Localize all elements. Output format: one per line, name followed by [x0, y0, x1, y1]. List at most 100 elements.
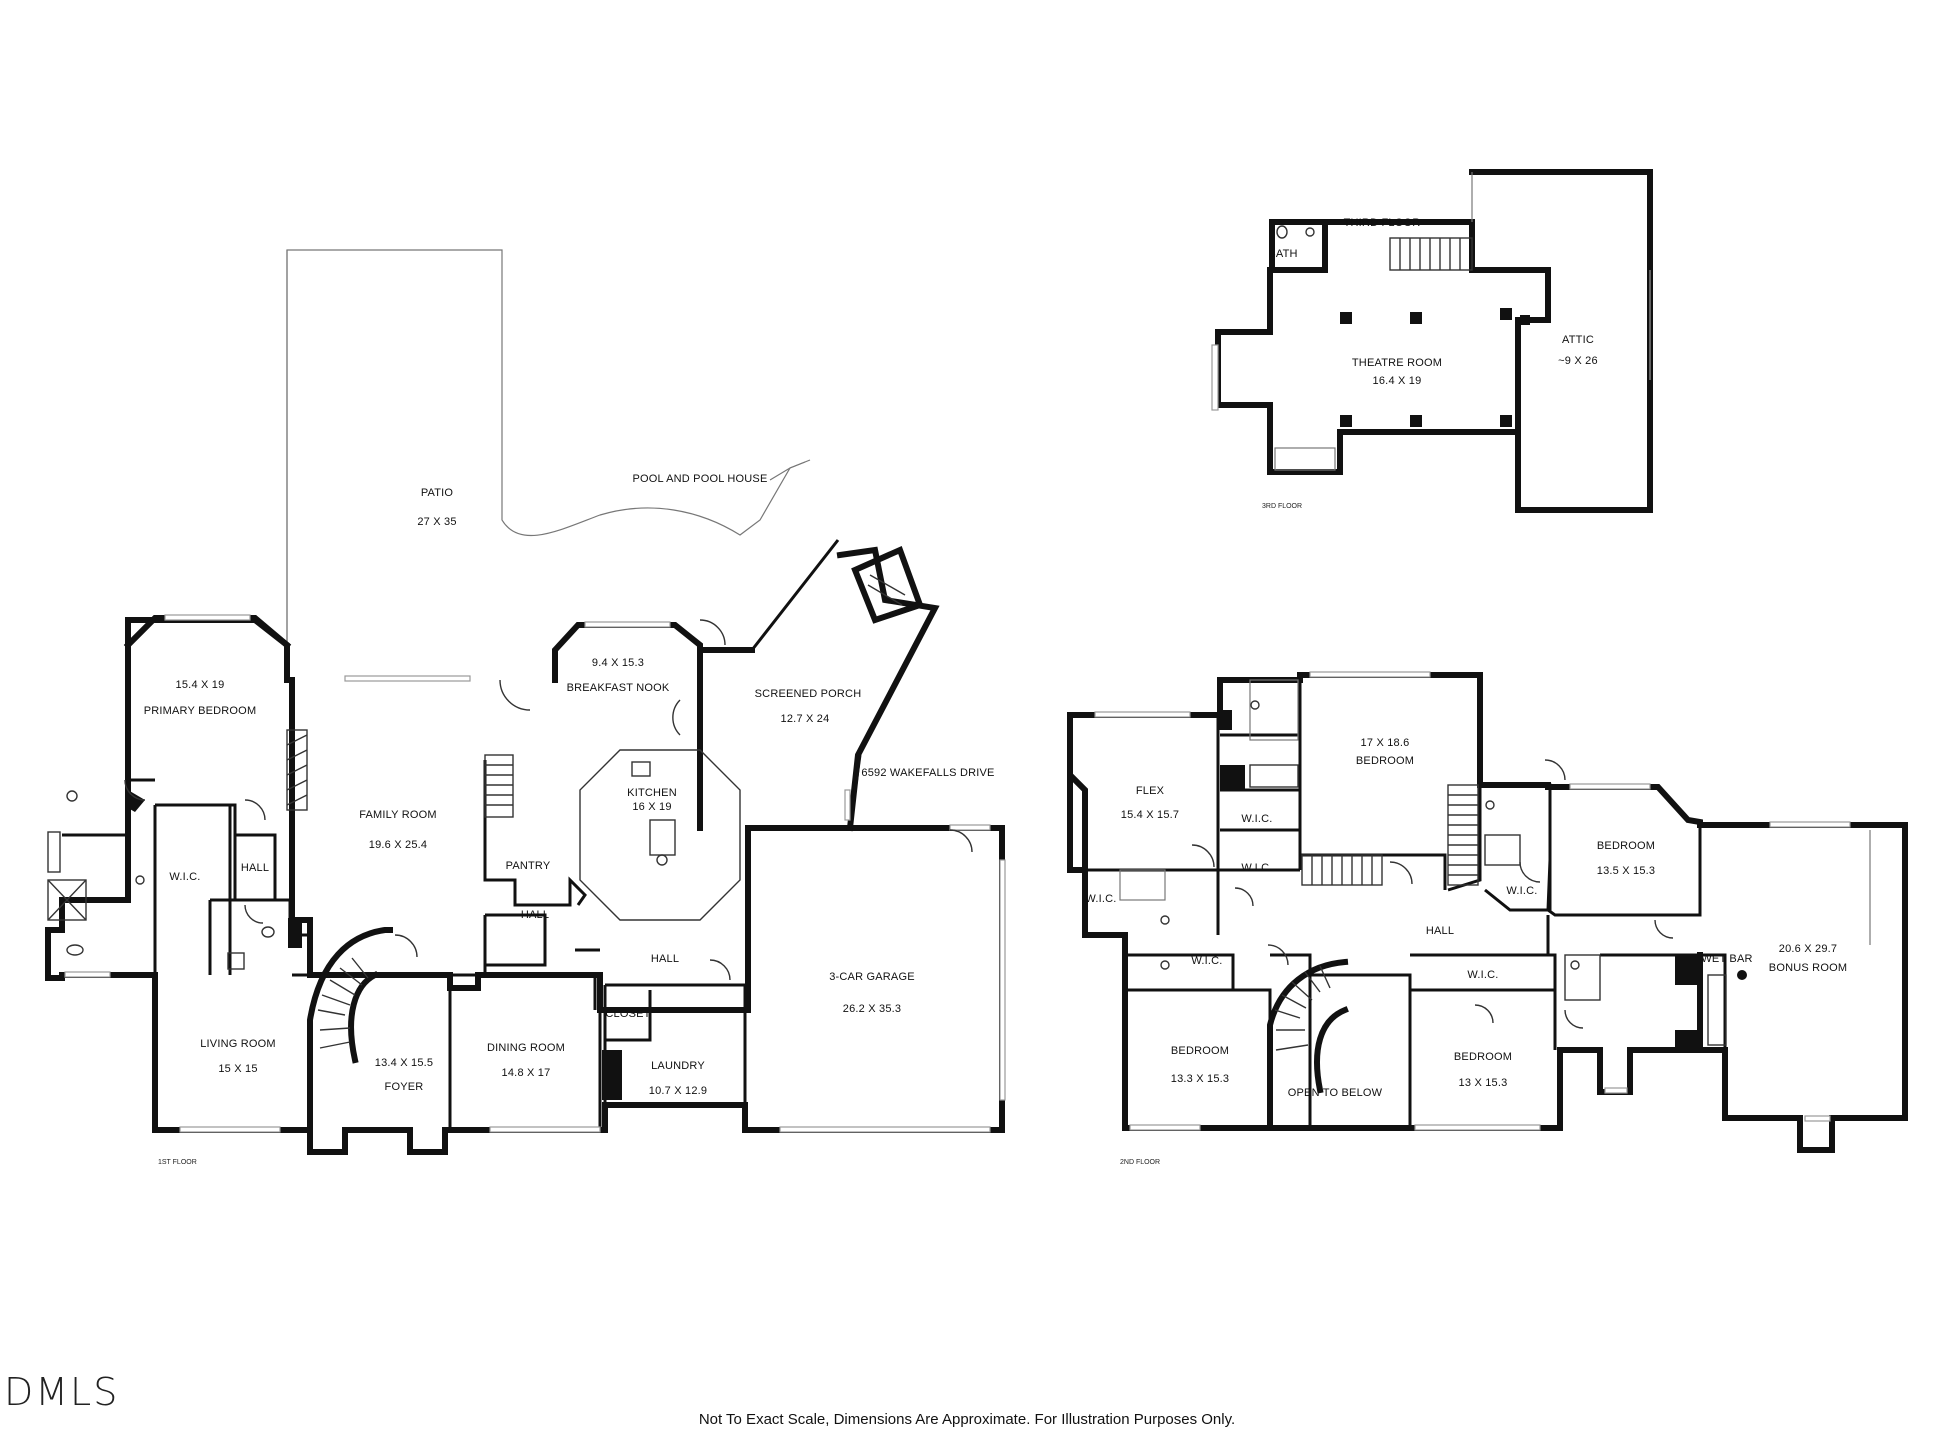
room-name: W.I.C. — [1241, 813, 1272, 825]
wall-block — [1220, 765, 1245, 790]
room-name: W.I.C. — [1467, 969, 1498, 981]
third-floor-exterior — [1215, 219, 1551, 475]
primary-tub — [47, 831, 61, 873]
kitchen-island — [649, 819, 676, 856]
wet-bar-column — [1675, 1030, 1697, 1048]
shower-x — [47, 879, 87, 921]
foyer-spiral-stair — [307, 927, 393, 1133]
foyer-stair-treads — [317, 957, 369, 1049]
room-name: 3-CAR GARAGE — [829, 971, 915, 983]
stair-family — [484, 754, 514, 818]
kitchen-island-ring — [579, 749, 741, 921]
wet-bar-column — [1675, 955, 1697, 985]
room-name: FLEX — [1136, 785, 1165, 797]
third-floor-stair — [1389, 237, 1473, 271]
half-bath-toilet — [261, 926, 275, 938]
second-floor-windows — [1094, 671, 1851, 1131]
room-dims: ~9 X 26 — [1558, 355, 1598, 367]
first-floor-windows — [64, 614, 1006, 1133]
wall-block — [1218, 710, 1232, 730]
room-name: BREAKFAST NOOK — [567, 682, 670, 694]
screened-porch-walls — [697, 546, 940, 832]
chimney-hatch — [867, 584, 903, 606]
chimney-hatch — [869, 574, 906, 596]
room-name: PRIMARY BEDROOM — [144, 705, 257, 717]
address: 6592 WAKEFALLS DRIVE — [861, 767, 994, 779]
primary-sink-2 — [135, 875, 145, 885]
room-dims: 17 X 18.6 — [1361, 737, 1410, 749]
room-dims: 12.7 X 24 — [781, 713, 830, 725]
room-name: LIVING ROOM — [200, 1038, 276, 1050]
third-floor — [1211, 169, 1653, 513]
wall-block — [288, 918, 302, 948]
theatre-column — [1520, 315, 1530, 325]
room-name: BEDROOM — [1454, 1051, 1512, 1063]
room-name: BEDROOM — [1171, 1045, 1229, 1057]
screened-porch-screen — [750, 539, 862, 829]
room-name: THEATRE ROOM — [1352, 357, 1442, 369]
primary-sink — [66, 790, 78, 802]
pool-edge — [769, 461, 806, 481]
open-to-below-rail — [1267, 958, 1349, 1131]
room-name: DINING ROOM — [487, 1042, 565, 1054]
second-floor-sink — [1250, 700, 1260, 710]
room-name: W.I.C. — [1085, 893, 1116, 905]
breakfast-nook-bay — [552, 622, 703, 683]
room-dims: 26.2 X 35.3 — [843, 1003, 901, 1015]
room-dims: 13.5 X 15.3 — [1597, 865, 1655, 877]
wet-bar-counter — [1707, 974, 1727, 1046]
primary-toilet — [66, 944, 84, 956]
room-name: OPEN TO BELOW — [1288, 1087, 1383, 1099]
door-swings — [124, 619, 973, 981]
patio-edge — [286, 249, 811, 680]
room-name: W.I.C. — [1506, 885, 1537, 897]
theatre-alcove — [1274, 447, 1336, 471]
room-name: POOL AND POOL HOUSE — [632, 473, 767, 485]
room-dims: 15 X 15 — [218, 1063, 257, 1075]
second-floor-stair-treads — [1448, 794, 1478, 876]
kitchen-sink — [631, 761, 651, 777]
second-floor-stair-2-treads — [1311, 855, 1373, 885]
bonus-sink — [1570, 960, 1580, 970]
disclaimer: Not To Exact Scale, Dimensions Are Appro… — [699, 1411, 1235, 1428]
room-dims: 10.7 X 12.9 — [649, 1085, 707, 1097]
room-dims: 9.4 X 15.3 — [592, 657, 644, 669]
room-dims: 13.3 X 15.3 — [1171, 1073, 1229, 1085]
theatre-column — [1340, 415, 1352, 427]
attic-walls — [1469, 169, 1653, 513]
first-floor — [45, 249, 1006, 1155]
dmls-logo: DMLS — [4, 1370, 119, 1414]
theatre-column — [1410, 312, 1422, 324]
floor-caption: 1ST FLOOR — [158, 1159, 197, 1166]
primary-shower — [47, 879, 87, 921]
room-dims: 19.6 X 25.4 — [369, 839, 427, 851]
room-name: W.I.C. — [1241, 862, 1272, 874]
room-name: W.I.C. — [169, 871, 200, 883]
half-bath-sink — [227, 952, 245, 970]
second-floor — [1067, 671, 1908, 1153]
bath-sink — [1305, 227, 1315, 237]
room-name: CLOSET — [605, 1008, 650, 1020]
room-name: BONUS ROOM — [1769, 962, 1847, 974]
room-dims: 16 X 19 — [632, 801, 671, 813]
room-name: HALL — [1426, 925, 1454, 937]
second-floor-shower — [1249, 764, 1299, 788]
wall-block — [602, 1050, 622, 1100]
room-name: BEDROOM — [1356, 755, 1414, 767]
labels: PATIO 27 X 35 POOL AND POOL HOUSE 15.4 X… — [4, 217, 1847, 1428]
third-floor-stair-treads — [1399, 238, 1461, 270]
floor-caption: 2ND FLOOR — [1120, 1159, 1160, 1166]
theatre-column — [1340, 312, 1352, 324]
room-dims: 20.6 X 29.7 — [1779, 943, 1837, 955]
bedroom-sink — [1485, 800, 1495, 810]
room-name: LAUNDRY — [651, 1060, 705, 1072]
room-name: W.I.C. — [1191, 955, 1222, 967]
bonus-tub — [1564, 954, 1601, 1001]
theatre-column — [1500, 308, 1512, 320]
room-dims: 15.4 X 15.7 — [1121, 809, 1179, 821]
room-name: HALL — [521, 909, 549, 921]
room-dims: 13 X 15.3 — [1459, 1077, 1508, 1089]
second-floor-bath — [1249, 679, 1299, 741]
room-name: FOYER — [385, 1081, 424, 1093]
